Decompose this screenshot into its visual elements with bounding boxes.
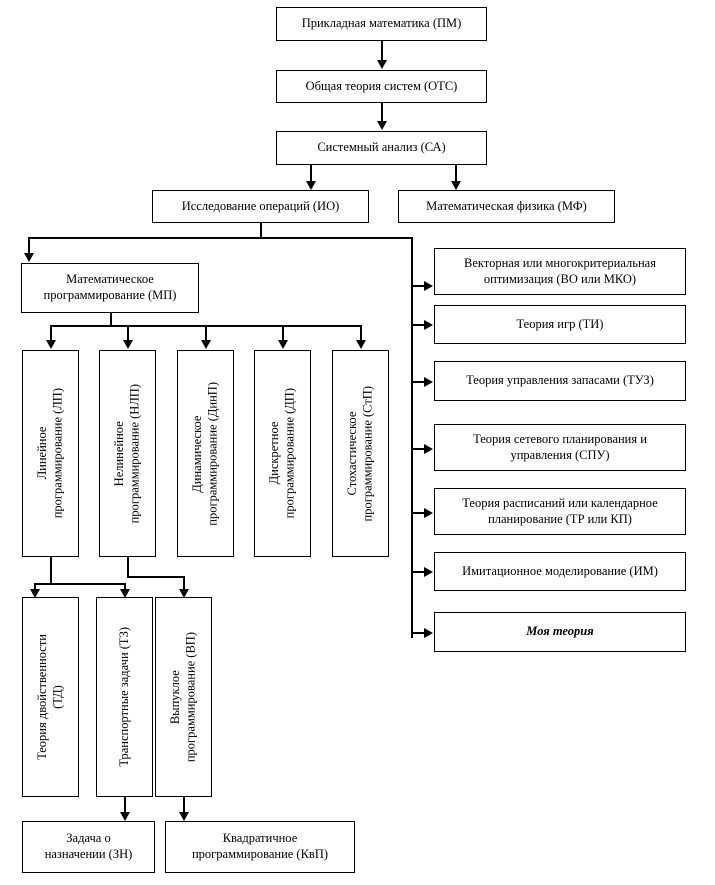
connector-io-stem [260,223,262,238]
connector-mp-dp [282,325,284,341]
arrowhead-spine-tuz [424,377,433,387]
arrowhead-ots-sa [377,121,387,130]
connector-mp-nlp [127,325,129,341]
node-label: Линейное программирование (ЛП) [34,388,65,519]
connector-mp-stem [110,313,112,326]
connector-ots-sa [381,103,383,122]
node-teoriya-dvoistvennosti[interactable]: Теория двойственности (ТД) [22,597,79,797]
arrowhead-sa-io [306,181,316,190]
node-sistemnyi-analiz[interactable]: Системный анализ (СА) [276,131,487,165]
arrowhead-lp-tz [120,589,130,598]
connector-spine-spu [411,448,425,450]
node-label: Теория сетевого планирования и управлени… [473,431,647,462]
node-label: Системный анализ (СА) [317,140,446,155]
connector-mp-lp [50,325,52,341]
arrowhead-io-mp [24,253,34,262]
node-label: Общая теория систем (ОТС) [305,78,458,93]
connector-io-right-spine [411,237,413,638]
connector-spine-vo [411,285,425,287]
connector-spine-trkp [411,512,425,514]
node-vektornaya-optimizaciya[interactable]: Векторная или многокритериальная оптимиз… [434,248,686,295]
connector-spine-tuz [411,381,425,383]
node-label: Моя теория [526,624,594,639]
node-teoriya-setevogo-planirovaniya[interactable]: Теория сетевого планирования и управлени… [434,424,686,471]
node-label: Дискретное программирование (ДП) [266,388,297,519]
node-transportnye-zadachi[interactable]: Транспортные задачи (ТЗ) [96,597,153,797]
arrowhead-pm-ots [377,60,387,69]
node-label: Исследование операций (ИО) [181,198,340,213]
arrowhead-vp-kvp [179,812,189,821]
connector-nlp-vp [183,576,185,595]
node-teoriya-raspisanii[interactable]: Теория расписаний или календарное планир… [434,488,686,535]
connector-sa-io [310,165,312,182]
node-obshaya-teoriya-sistem[interactable]: Общая теория систем (ОТС) [276,70,487,103]
node-matematicheskaya-fizika[interactable]: Математическая физика (МФ) [398,190,615,223]
connector-io-bus [28,237,413,239]
node-label: Имитационное моделирование (ИМ) [462,563,658,578]
connector-nlp-stem [127,557,129,577]
connector-pm-ots [381,41,383,61]
arrowhead-spine-vo [424,281,433,291]
node-teoriya-igr[interactable]: Теория игр (ТИ) [434,305,686,344]
arrowhead-mp-lp [46,340,56,349]
connector-nlp-bus [127,576,184,578]
arrowhead-spine-trkp [424,508,433,518]
arrowhead-mp-stp [356,340,366,349]
node-imitacionnoe-modelirovanie[interactable]: Имитационное моделирование (ИМ) [434,552,686,591]
node-prikladnaya-matematika[interactable]: Прикладная математика (ПМ) [276,7,487,41]
arrowhead-mp-dp [278,340,288,349]
node-label: Нелинейное программирование (НЛП) [111,383,142,524]
node-teoriya-upravleniya-zapasami[interactable]: Теория управления запасами (ТУЗ) [434,361,686,401]
node-label: Векторная или многокритериальная оптимиз… [464,255,656,286]
arrowhead-spine-ti [424,320,433,330]
node-dinamicheskoe-programmirovanie[interactable]: Динамическое программирование (ДинП) [177,350,234,557]
node-label: Выпуклое программирование (ВП) [167,631,198,763]
node-label: Теория двойственности (ТД) [34,634,65,760]
arrowhead-mp-dinp [201,340,211,349]
node-label: Квадратичное программирование (КвП) [191,831,329,861]
arrowhead-nlp-vp [179,589,189,598]
node-label: Математическая физика (МФ) [426,198,587,213]
node-label: Прикладная математика (ПМ) [301,16,462,31]
connector-lp-bus [34,583,126,585]
node-moya-teoriya[interactable]: Моя теория [434,612,686,652]
arrowhead-lp-td [30,589,40,598]
connector-spine-ti [411,324,425,326]
node-kvadratichnoe-programmirovanie[interactable]: Квадратичное программирование (КвП) [165,821,355,873]
node-label: Теория расписаний или календарное планир… [462,495,658,526]
arrowhead-tz-zn [120,812,130,821]
arrowhead-sa-mf [451,181,461,190]
node-nelineinoe-programmirovanie[interactable]: Нелинейное программирование (НЛП) [99,350,156,557]
node-label: Математическое программирование (МП) [43,272,177,302]
node-issledovanie-operacii[interactable]: Исследование операций (ИО) [152,190,369,223]
arrowhead-spine-my [424,628,433,638]
arrowhead-spine-im [424,567,433,577]
arrowhead-spine-spu [424,444,433,454]
node-label: Задача о назначении (ЗН) [44,831,133,861]
node-label: Теория управления запасами (ТУЗ) [466,373,654,388]
node-vypukloe-programmirovanie[interactable]: Выпуклое программирование (ВП) [155,597,212,797]
node-lineinoe-programmirovanie[interactable]: Линейное программирование (ЛП) [22,350,79,557]
node-label: Транспортные задачи (ТЗ) [116,627,131,767]
node-stohasticheskoe-programmirovanie[interactable]: Стохастическое программирование (СтП) [332,350,389,557]
connector-mp-stp [360,325,362,341]
arrowhead-mp-nlp [123,340,133,349]
connector-vp-kvp [183,797,185,814]
node-label: Теория игр (ТИ) [516,316,604,331]
node-label: Динамическое программирование (ДинП) [189,381,220,526]
connector-spine-my [411,632,425,634]
connector-sa-mf [455,165,457,182]
connector-io-mp [28,237,30,254]
node-diskretnoe-programmirovanie[interactable]: Дискретное программирование (ДП) [254,350,311,557]
node-matematicheskoe-programmirovanie[interactable]: Математическое программирование (МП) [21,263,199,313]
node-label: Стохастическое программирование (СтП) [344,385,375,522]
connector-tz-zn [124,797,126,814]
connector-mp-dinp [205,325,207,341]
node-zadacha-o-naznachenii[interactable]: Задача о назначении (ЗН) [22,821,155,873]
connector-lp-stem [50,557,52,584]
connector-spine-im [411,571,425,573]
